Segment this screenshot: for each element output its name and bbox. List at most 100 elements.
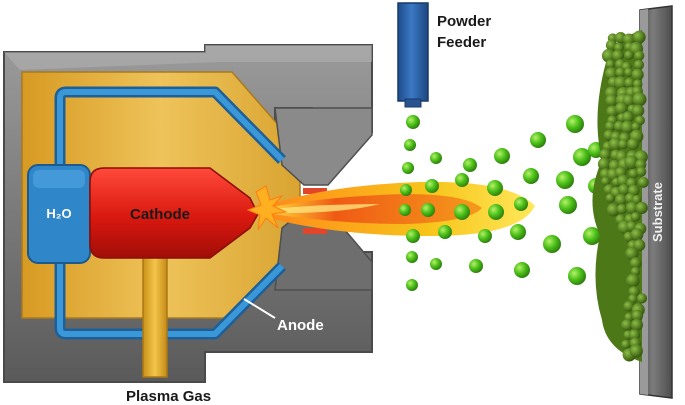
powder-particle bbox=[404, 139, 416, 151]
coating-granule bbox=[632, 92, 647, 107]
coating-granule bbox=[625, 201, 639, 215]
powder-particle bbox=[400, 184, 412, 196]
powder-particle bbox=[430, 258, 442, 270]
powder-particle bbox=[402, 162, 414, 174]
coating-granule bbox=[617, 174, 630, 187]
powder-particle bbox=[566, 115, 584, 133]
powder-particle bbox=[543, 235, 561, 253]
powder-particle bbox=[530, 132, 546, 148]
powder-particle bbox=[510, 224, 526, 240]
powder-particle bbox=[487, 180, 503, 196]
coating-granule bbox=[616, 203, 628, 215]
powder-particle bbox=[463, 158, 477, 172]
powder-particle bbox=[568, 267, 586, 285]
powder-feeder-label-line1: Powder bbox=[437, 13, 491, 30]
powder-particle bbox=[406, 279, 418, 291]
plasma-gas-tube bbox=[142, 254, 168, 378]
gun-housing-top-bevel bbox=[4, 45, 372, 70]
coating-granule bbox=[621, 319, 633, 331]
coating-granule bbox=[622, 33, 635, 46]
coating-granule bbox=[624, 155, 639, 170]
coating-granule bbox=[631, 318, 643, 331]
coating-granule bbox=[636, 166, 647, 177]
coating-granule bbox=[629, 329, 641, 341]
powder-particle bbox=[425, 179, 439, 193]
coating-granule bbox=[622, 111, 634, 123]
coating-granule bbox=[624, 50, 634, 60]
powder-particle bbox=[406, 229, 420, 243]
powder-particle bbox=[514, 262, 530, 278]
coating-granule bbox=[626, 273, 640, 288]
coating-granule bbox=[632, 195, 642, 205]
powder-particle bbox=[556, 171, 574, 189]
coating-granule bbox=[601, 176, 611, 186]
coating-granule bbox=[625, 247, 639, 261]
powder-particle bbox=[494, 148, 510, 164]
powder-particle bbox=[430, 152, 442, 164]
coating-granule bbox=[612, 49, 624, 62]
coating-granule bbox=[636, 293, 648, 304]
coating-granule bbox=[624, 77, 635, 89]
powder-particle bbox=[573, 148, 591, 166]
coating-layer bbox=[592, 30, 649, 362]
coating-granule bbox=[614, 102, 628, 115]
coating-granule bbox=[633, 239, 646, 252]
coating-granule bbox=[597, 157, 611, 171]
coating-granule bbox=[623, 300, 635, 312]
powder-particle bbox=[406, 115, 420, 129]
spark-icon bbox=[246, 185, 288, 231]
coating-granule bbox=[627, 138, 640, 151]
coating-granule bbox=[629, 344, 643, 358]
coating-granule bbox=[631, 309, 644, 322]
coating-granule bbox=[605, 94, 618, 107]
plasma-gas-label: Plasma Gas bbox=[126, 388, 211, 405]
powder-particle bbox=[455, 173, 469, 187]
coating-granule bbox=[631, 104, 645, 118]
powder-feeder-label-line2: Feeder bbox=[437, 34, 486, 51]
coating-granule bbox=[601, 48, 616, 63]
powder-particle bbox=[523, 168, 539, 184]
coating-granule bbox=[631, 122, 641, 132]
powder-particle bbox=[454, 204, 470, 220]
coating-granule bbox=[599, 148, 611, 161]
powder-particle bbox=[421, 203, 435, 217]
powder-particle bbox=[488, 204, 504, 220]
coating-granule bbox=[618, 139, 629, 150]
coating-granule bbox=[635, 201, 648, 214]
coating-granule bbox=[622, 94, 635, 107]
powder-particle bbox=[469, 259, 483, 273]
cathode bbox=[89, 167, 259, 259]
coating-granule bbox=[606, 203, 621, 217]
powder-particle bbox=[406, 251, 418, 263]
powder-particle bbox=[399, 204, 411, 216]
nozzle-glow-bottom bbox=[303, 228, 327, 234]
powder-particle bbox=[514, 197, 528, 211]
substrate-label: Substrate bbox=[650, 182, 665, 242]
coating-granule bbox=[605, 121, 616, 132]
coating-granule bbox=[608, 137, 622, 151]
plasma-gun: H₂O Cathode bbox=[3, 44, 373, 383]
powder-particle bbox=[478, 229, 492, 243]
powder-particle bbox=[559, 196, 577, 214]
coating-granule bbox=[605, 59, 616, 70]
anode-label: Anode bbox=[277, 317, 324, 334]
powder-particle bbox=[438, 225, 452, 239]
powder-feeder: Powder Feeder bbox=[397, 2, 491, 108]
coating-granule bbox=[630, 228, 644, 241]
anode-upper bbox=[274, 107, 373, 186]
powder-particles bbox=[399, 115, 604, 291]
coating-granule bbox=[614, 76, 628, 90]
substrate: Substrate bbox=[639, 5, 673, 399]
coating-granule bbox=[631, 68, 644, 81]
coating-granule bbox=[615, 67, 626, 78]
coating-granule bbox=[634, 50, 645, 61]
nozzle-glow-top bbox=[303, 188, 327, 194]
coating-granule bbox=[624, 67, 634, 77]
cathode-label: Cathode bbox=[130, 206, 190, 223]
coating-granule bbox=[605, 193, 615, 203]
coating-granule bbox=[615, 193, 627, 206]
anode-leader-line bbox=[243, 298, 276, 319]
coating-granule bbox=[620, 120, 634, 134]
coating-granule bbox=[630, 212, 641, 222]
